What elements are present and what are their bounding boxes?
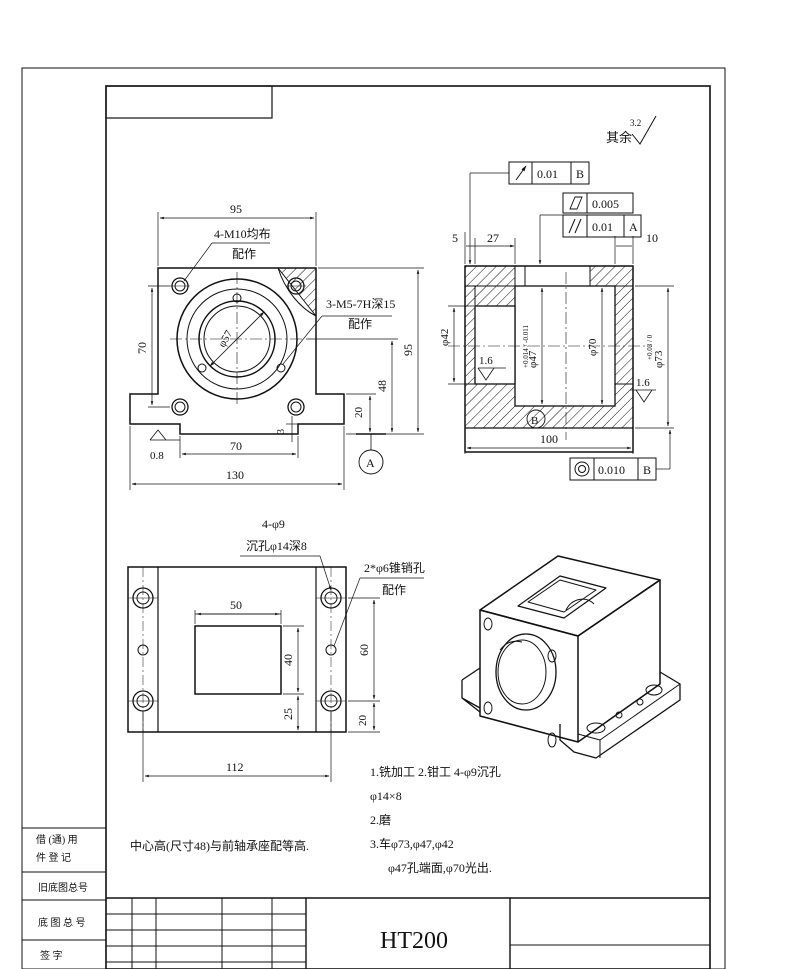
drawing-frame: [21, 67, 726, 969]
dim-27: 27: [487, 231, 499, 245]
dim-phi73-tolerance: +0.03 / 0: [646, 334, 654, 360]
note-m5: 3-M5-7H深15: [326, 297, 395, 311]
process-step-2: 2.磨: [370, 813, 391, 827]
side-old-label: 旧底图总号: [38, 881, 88, 894]
title-block: HT200: [106, 897, 710, 969]
top-view: 4-φ9 沉孔φ14深8 2*φ6锥销孔 配作 50 40 25 60 20: [127, 517, 425, 782]
roughness-16-right: 1.6: [636, 377, 650, 389]
tol-runout-datum: B: [576, 167, 584, 181]
dim-20: 20: [353, 407, 365, 419]
dim-112: 112: [226, 760, 244, 774]
process-step-1: 1.铣加工 2.钳工 4-φ9沉孔: [370, 765, 501, 779]
dim-phi70: φ70: [587, 338, 599, 356]
note-m5-fit: 配作: [348, 317, 372, 331]
isometric-view: [461, 555, 681, 759]
dim-95-right: 95: [401, 344, 415, 356]
side-sign-label: 签 字: [40, 949, 63, 962]
dim-phi47: φ47: [527, 350, 539, 368]
note-phi9: 4-φ9: [262, 517, 285, 531]
datum-b-section: B: [531, 415, 538, 427]
datum-a: A: [366, 456, 375, 470]
dim-phi42: φ42: [439, 329, 451, 346]
roughness-16-left: 1.6: [479, 355, 493, 367]
dim-5: 5: [452, 231, 458, 245]
front-view: φ57 95 4-M10均布 配作 3-M5-7H深15 配作 70 95 48: [129, 202, 424, 490]
note-m10: 4-M10均布: [214, 227, 271, 241]
process-step-3: 3.车φ73,φ47,φ42: [370, 836, 454, 851]
dim-phi57: φ57: [216, 328, 235, 349]
note-m10-fit: 配作: [232, 247, 256, 261]
process-step-3b: φ47孔端面,φ70光出.: [388, 861, 492, 875]
side-register-table: 借 (通) 用 件 登 记 旧底图总号 底 图 总 号 签 字: [22, 827, 106, 962]
note-center-height: 中心高(尺寸48)与前轴承座配等高.: [130, 838, 309, 853]
side-register-label: 件 登 记: [36, 851, 71, 864]
note-pin: 2*φ6锥销孔: [364, 561, 425, 575]
dim-20-top-view: 20: [357, 715, 369, 727]
process-step-1b: φ14×8: [370, 789, 402, 803]
tol-concentric-datum: B: [643, 463, 651, 477]
dim-60: 60: [357, 644, 371, 656]
tol-flatness-value: 0.005: [592, 197, 619, 211]
technical-notes: 中心高(尺寸48)与前轴承座配等高. 1.铣加工 2.钳工 4-φ9沉孔 φ14…: [130, 765, 501, 875]
dim-10: 10: [646, 231, 658, 245]
dim-25: 25: [281, 708, 295, 720]
dim-40: 40: [281, 654, 295, 666]
tol-parallel-datum: A: [629, 220, 638, 234]
dim-130: 130: [226, 468, 244, 482]
tol-runout-value: 0.01: [537, 167, 558, 181]
note-pin-fit: 配作: [382, 583, 406, 597]
roughness-08: 0.8: [150, 450, 164, 462]
dim-95-top: 95: [230, 202, 242, 216]
dim-3: 3: [276, 429, 287, 434]
dim-48: 48: [375, 380, 389, 392]
dim-phi47-tolerance: +0.014 / -0.011: [522, 325, 530, 368]
tol-parallel-value: 0.01: [592, 220, 613, 234]
note-phi9-counterbore: 沉孔φ14深8: [246, 539, 307, 553]
side-base-label: 底 图 总 号: [38, 916, 86, 929]
side-borrow-label: 借 (通) 用: [36, 834, 78, 846]
tol-concentric-value: 0.010: [598, 463, 625, 477]
dim-100: 100: [540, 432, 558, 446]
surface-rest-label: 其余: [606, 130, 632, 145]
dim-70-bottom: 70: [230, 439, 242, 453]
dim-70-left: 70: [135, 342, 149, 354]
roughness-32: 3.2: [630, 118, 641, 128]
dim-phi73: φ73: [653, 350, 665, 368]
material-text: HT200: [380, 928, 448, 954]
dim-50: 50: [230, 598, 242, 612]
section-view: B 5 27 10 100 φ42 φ47 +0.014 / -0.011 φ7…: [439, 115, 674, 481]
